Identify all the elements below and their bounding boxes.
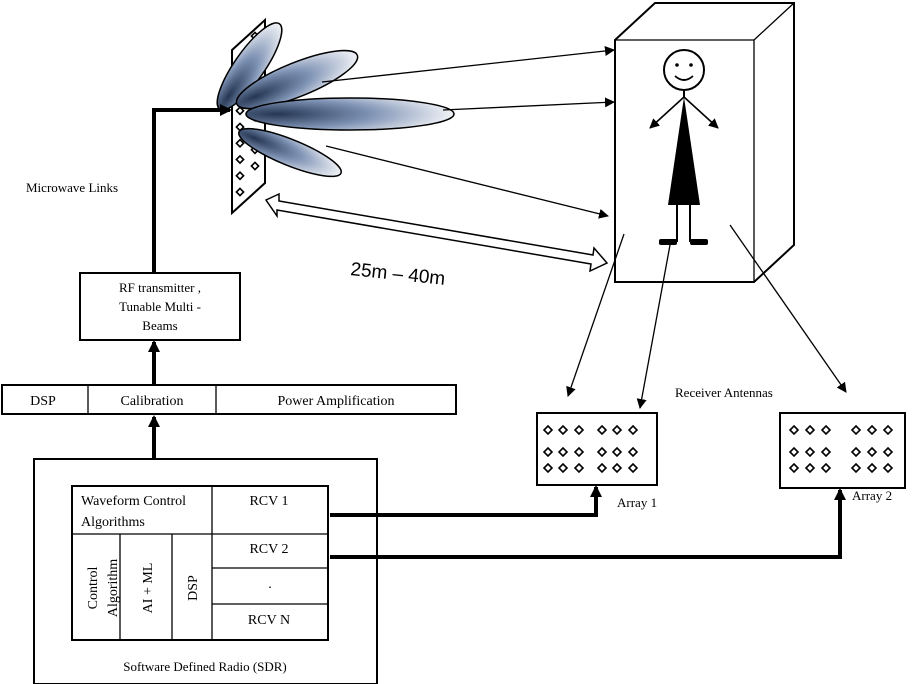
diamond-element [820, 446, 832, 458]
diamond-element [573, 446, 585, 458]
diamond-element [250, 161, 260, 171]
diamond-element [235, 187, 245, 197]
link-rcv1-to-array1 [330, 485, 602, 517]
rcv-n-label: RCV N [248, 613, 290, 628]
rcv-dots-label: . [268, 577, 272, 592]
ai-ml-label: AI + ML [141, 563, 156, 614]
diamond-element [557, 462, 569, 474]
rcv-2-label: RCV 2 [249, 542, 288, 557]
beam-rays [321, 46, 615, 219]
diamond-element [557, 424, 569, 436]
diamond-element [820, 424, 832, 436]
diamond-element [788, 462, 800, 474]
diamond-element [573, 462, 585, 474]
diamond-element [627, 424, 639, 436]
receiver-antennas-label: Receiver Antennas [675, 385, 773, 400]
diamond-element [804, 462, 816, 474]
rf-label-line3: Beams [142, 318, 177, 333]
diamond-element [596, 446, 608, 458]
rf-transmitter-box: RF transmitter , Tunable Multi - Beams [79, 272, 241, 341]
diamond-element [235, 106, 245, 116]
power-amplification-label: Power Amplification [277, 394, 394, 409]
room-box [614, 2, 795, 283]
rf-label-line1: RF transmitter , [119, 280, 201, 295]
diamond-element [235, 171, 245, 181]
diamond-element [804, 446, 816, 458]
diamond-element [627, 446, 639, 458]
distance-label: 25m – 40m [349, 259, 446, 290]
control-algorithm-label-line1: Control [86, 567, 101, 610]
diamond-element [866, 462, 878, 474]
control-algorithm-label-line2: Algorithm [106, 559, 121, 617]
diamond-element [596, 462, 608, 474]
rf-label-line2: Tunable Multi - [119, 299, 201, 314]
sdr-box: Waveform Control Algorithms RCV 1 RCV 2 … [33, 458, 378, 684]
diamond-element [542, 462, 554, 474]
microwave-links-label: Microwave Links [26, 180, 118, 195]
diamond-element [573, 424, 585, 436]
array-1-label: Array 1 [617, 495, 657, 510]
waveform-label-line1: Waveform Control [81, 494, 186, 509]
calibration-label: Calibration [121, 394, 184, 409]
diamond-element [804, 424, 816, 436]
dsp-vertical-label: DSP [186, 575, 201, 601]
array-2: Array 2 [779, 412, 906, 503]
stick-figure-icon [649, 49, 719, 245]
diamond-element [850, 446, 862, 458]
diamond-element [611, 424, 623, 436]
diamond-element [611, 446, 623, 458]
processing-chain-bar: DSP Calibration Power Amplification [1, 384, 457, 415]
diamond-element [235, 154, 245, 165]
diamond-element [542, 424, 554, 436]
diamond-element [882, 424, 894, 436]
diamond-element-icon [788, 424, 894, 474]
diamond-element [850, 462, 862, 474]
dsp-label: DSP [30, 394, 56, 409]
diamond-element [866, 446, 878, 458]
diamond-element [882, 462, 894, 474]
diamond-element [788, 424, 800, 436]
diamond-element [820, 462, 832, 474]
diamond-element [788, 446, 800, 458]
beam-lobes [216, 22, 455, 178]
diamond-element [557, 446, 569, 458]
rcv-1-label: RCV 1 [249, 494, 288, 509]
diamond-element [611, 462, 623, 474]
diamond-element [850, 424, 862, 436]
array-1: Array 1 [536, 412, 658, 510]
diamond-element [596, 424, 608, 436]
link-rcv2-to-array2 [330, 488, 846, 559]
diamond-element [627, 462, 639, 474]
diamond-element [235, 138, 245, 148]
diamond-element-icon [542, 424, 639, 474]
waveform-label-line2: Algorithms [81, 515, 145, 530]
feed-line-rf-to-panel [152, 104, 232, 273]
diamond-element [542, 446, 554, 458]
sdr-label: Software Defined Radio (SDR) [123, 659, 287, 674]
diamond-element [882, 446, 894, 458]
diamond-element [866, 424, 878, 436]
distance-arrow: 25m – 40m [264, 192, 609, 290]
receive-rays [566, 224, 847, 409]
array-2-label: Array 2 [852, 488, 892, 503]
